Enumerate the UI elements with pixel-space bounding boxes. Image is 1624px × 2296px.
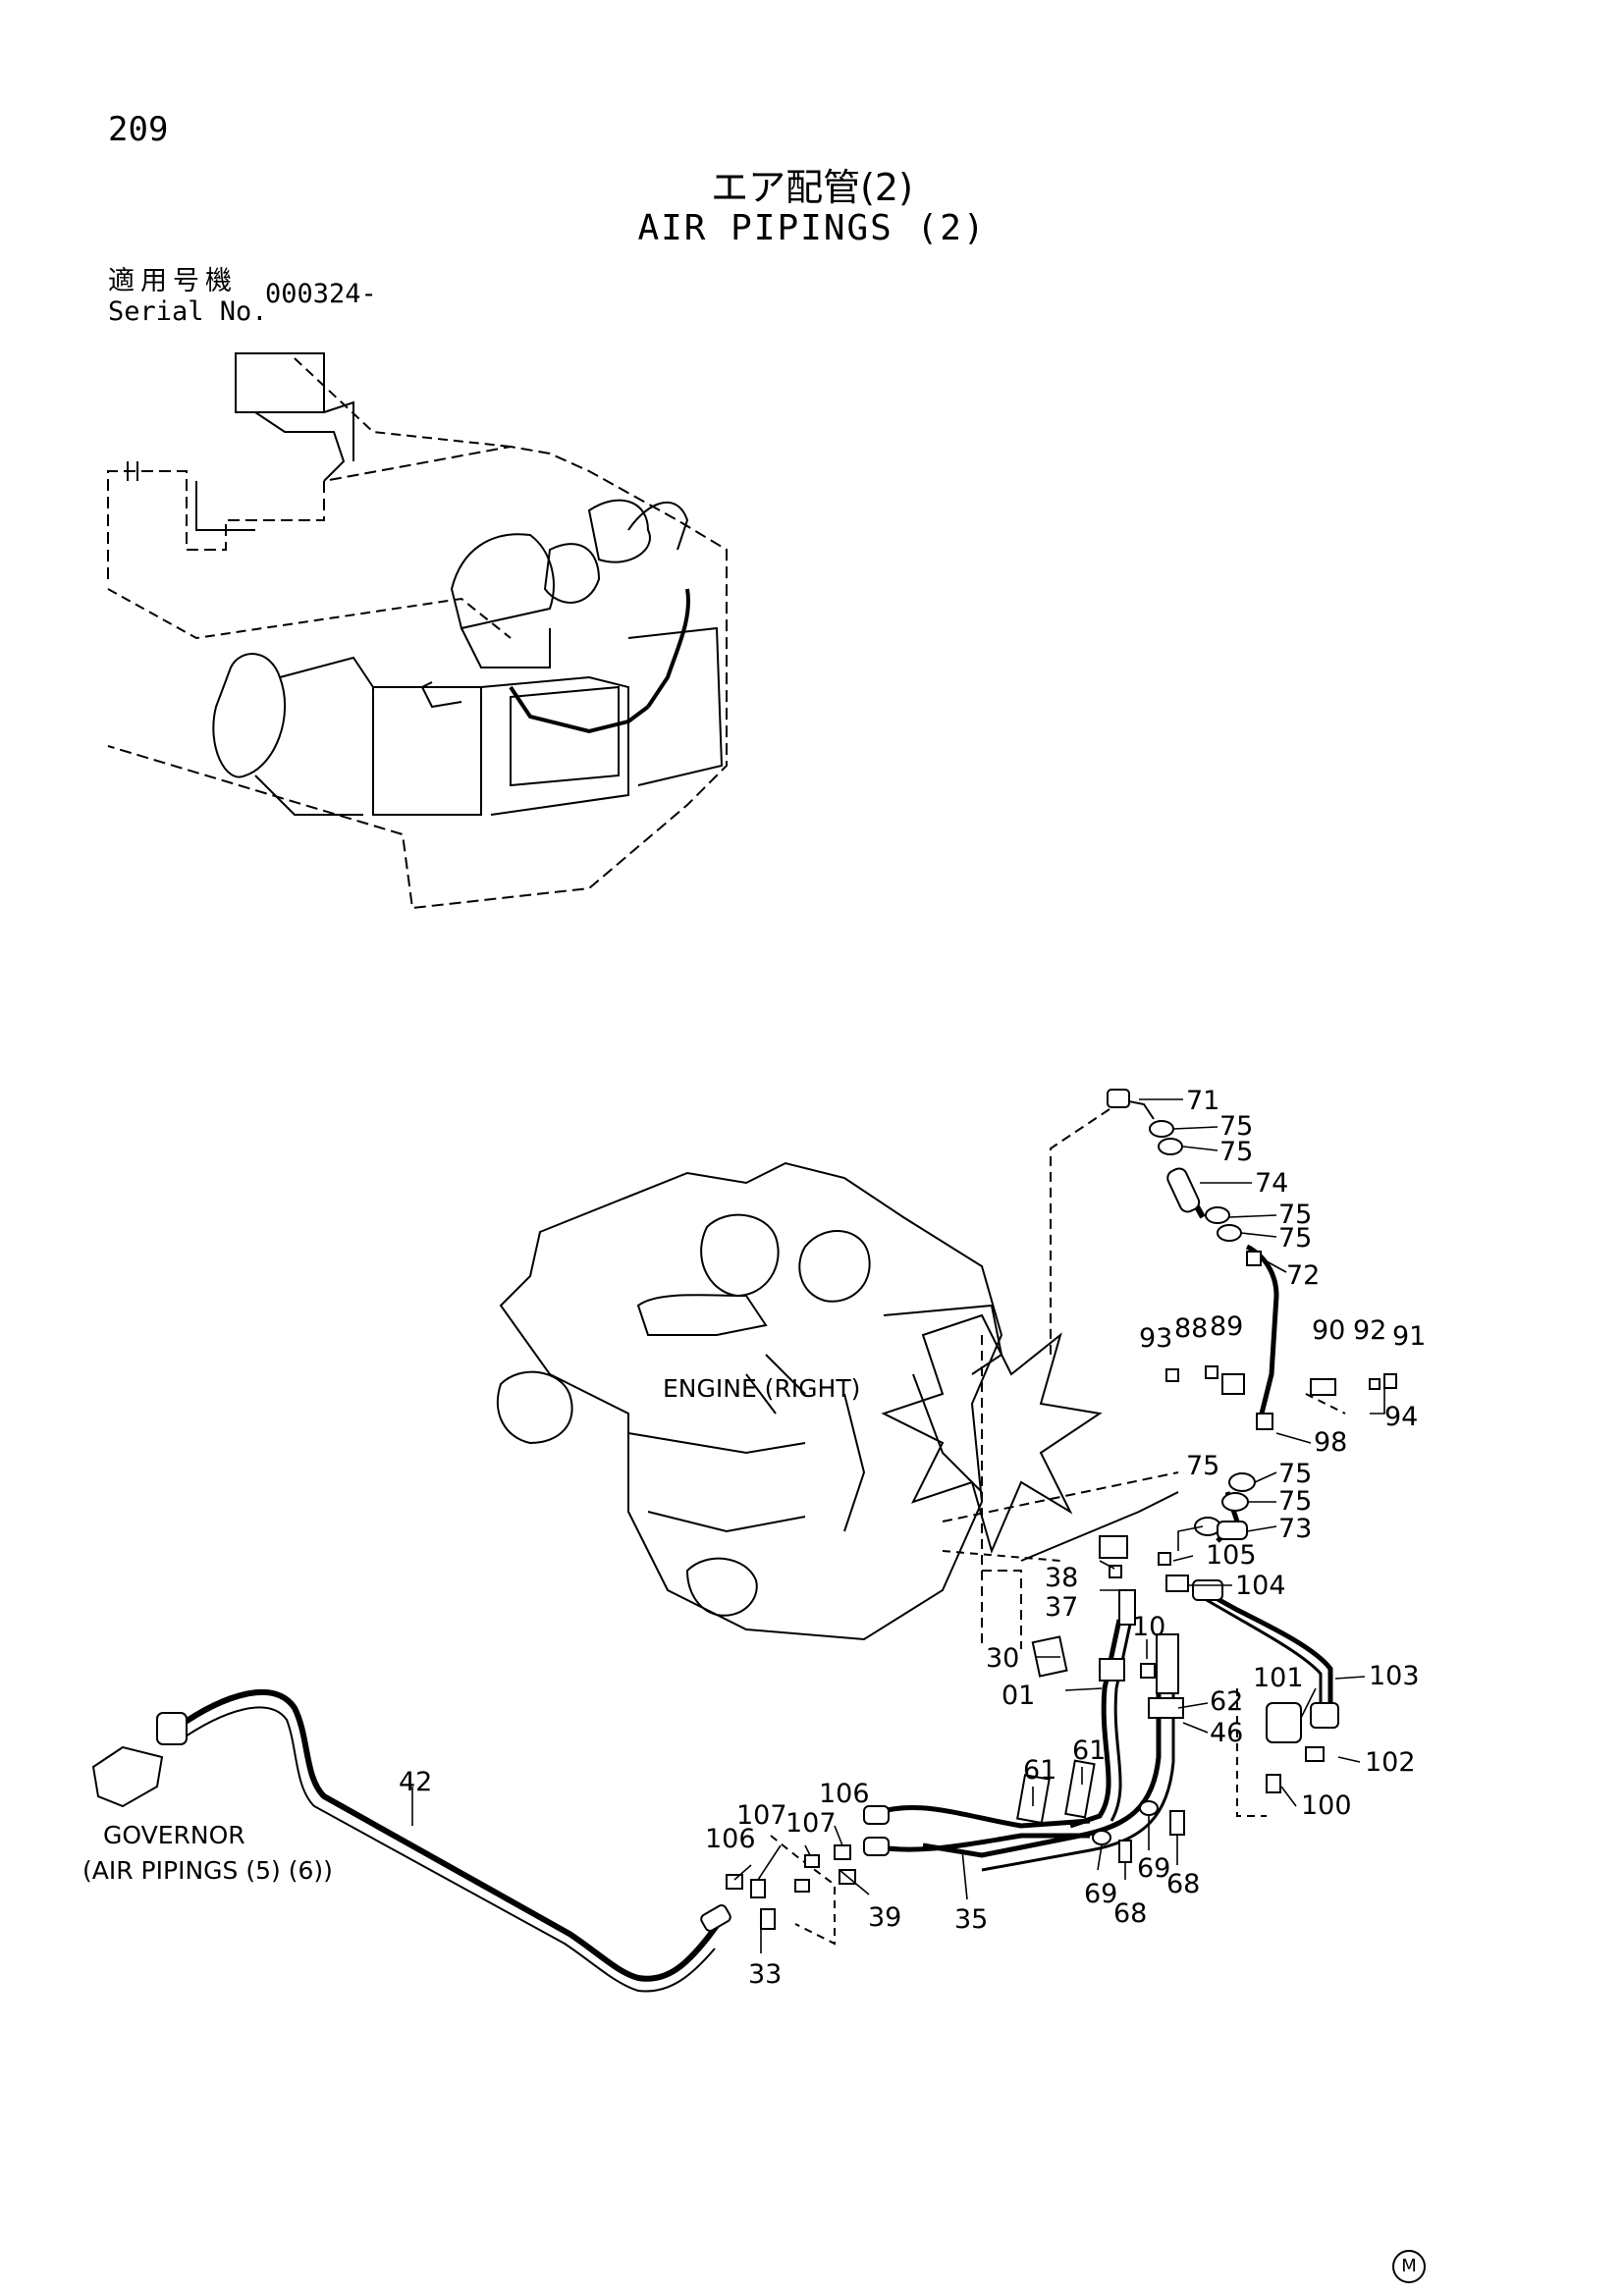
governor-label: GOVERNOR [103,1821,245,1849]
callout-37: 37 [1045,1592,1078,1623]
engine-label: ENGINE (RIGHT) [663,1374,860,1403]
governor-reference: (AIR PIPINGS (5) (6)) [82,1856,333,1885]
callout-100: 100 [1301,1790,1352,1821]
callout-103: 103 [1369,1661,1420,1691]
callout-92: 92 [1353,1315,1386,1346]
callout-89: 89 [1210,1311,1243,1342]
callout-102: 102 [1365,1747,1416,1778]
callout-numbers: 71 75 75 74 75 75 72 93 88 89 90 92 91 9… [399,1086,1426,1990]
serial-label-en: Serial No. [108,296,268,327]
callout-69: 69 [1084,1879,1117,1909]
callout-61: 61 [1023,1755,1056,1786]
serial-value: 000324- [265,279,377,309]
callout-35: 35 [954,1904,988,1935]
callout-01: 01 [1001,1681,1035,1711]
callout-90: 90 [1312,1315,1345,1346]
callout-94: 94 [1384,1402,1418,1432]
page-title-jp: エア配管(2) [711,166,913,209]
callout-104: 104 [1235,1571,1286,1601]
part-glyphs [91,1089,1397,1932]
callout-46: 46 [1210,1718,1243,1748]
callout-69: 69 [1137,1853,1170,1884]
callout-42: 42 [399,1767,432,1797]
callout-106: 106 [705,1824,756,1854]
callout-68: 68 [1113,1898,1147,1929]
callout-72: 72 [1286,1260,1320,1291]
callout-62: 62 [1210,1686,1243,1717]
callout-38: 38 [1045,1563,1078,1593]
machine-overview-drawing [107,352,728,910]
callout-75: 75 [1278,1200,1312,1230]
callout-107: 107 [785,1808,837,1839]
callout-73: 73 [1278,1514,1312,1544]
callout-75: 75 [1278,1223,1312,1254]
callout-101: 101 [1253,1663,1304,1693]
callout-98: 98 [1314,1427,1347,1458]
callout-71: 71 [1186,1086,1219,1116]
callout-39: 39 [868,1902,901,1933]
serial-label-jp: 適用号機 [108,266,238,296]
callout-74: 74 [1255,1168,1288,1199]
callout-30: 30 [986,1643,1019,1674]
callout-106: 106 [819,1779,870,1809]
callout-91: 91 [1392,1321,1426,1352]
callout-10: 10 [1132,1612,1165,1642]
leader-lines [411,1098,1385,1953]
callout-33: 33 [748,1959,782,1990]
callout-75: 75 [1219,1111,1253,1142]
engine-drawing [496,1161,1179,1649]
callout-105: 105 [1206,1540,1257,1571]
callout-75: 75 [1186,1451,1219,1481]
callout-75: 75 [1219,1137,1253,1167]
callout-93: 93 [1139,1323,1172,1354]
callout-68: 68 [1166,1869,1200,1899]
callout-88: 88 [1174,1313,1208,1344]
callout-61: 61 [1072,1735,1106,1766]
footer-mark: M [1392,2250,1426,2283]
page-title-en: AIR PIPINGS (2) [637,208,987,248]
callout-75: 75 [1278,1459,1312,1489]
callout-107: 107 [736,1800,787,1831]
callout-75: 75 [1278,1486,1312,1517]
page-number: 209 [108,110,169,149]
